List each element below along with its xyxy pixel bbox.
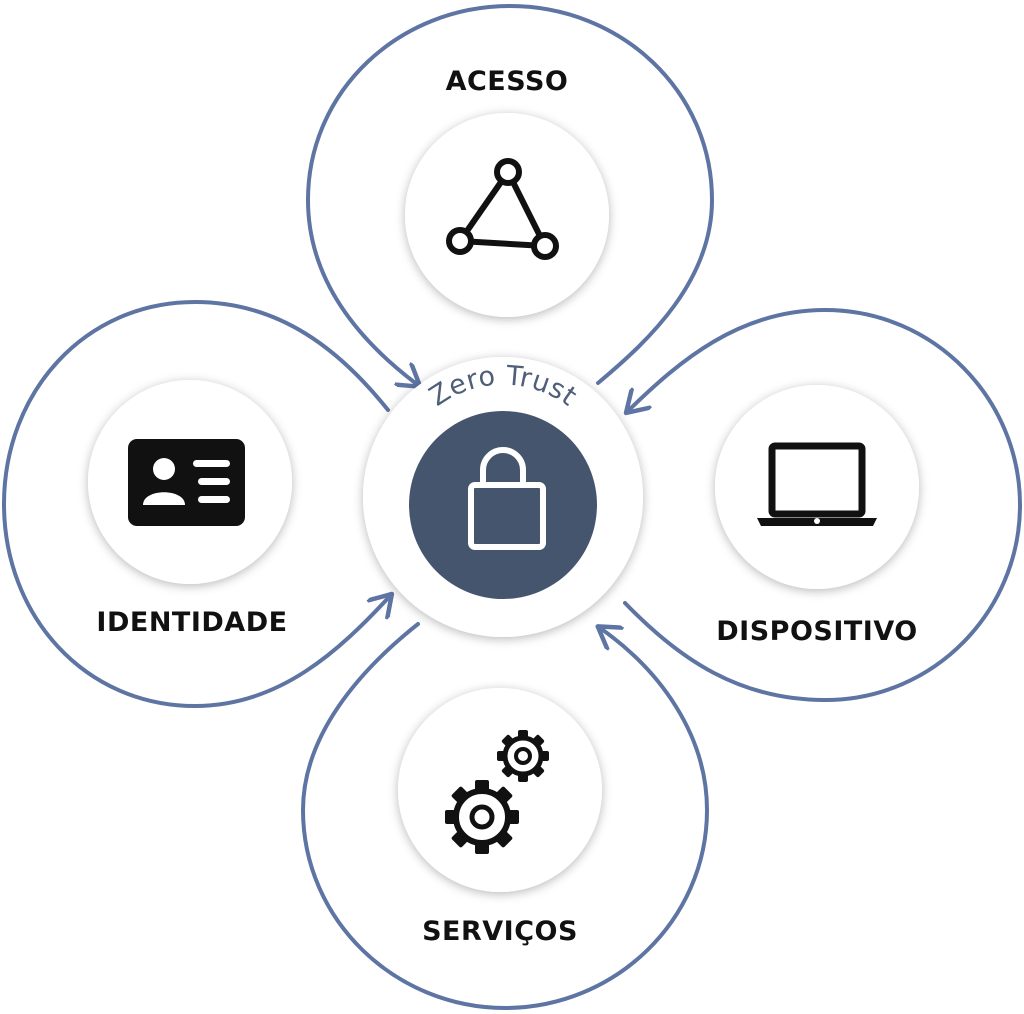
padlock-icon bbox=[468, 447, 546, 550]
label-dispositivo: DISPOSITIVO bbox=[716, 616, 917, 647]
center-disc bbox=[409, 411, 597, 599]
loop-acesso bbox=[306, 4, 714, 385]
network-triangle-icon bbox=[446, 158, 559, 260]
label-servicos: SERVIÇOS bbox=[422, 916, 578, 947]
loop-dispositivo bbox=[623, 308, 1022, 702]
center-node: Zero Trust bbox=[363, 357, 643, 637]
node-dispositivo: DISPOSITIVO bbox=[715, 385, 919, 647]
loop-servicos bbox=[301, 622, 709, 1010]
node-servicos: SERVIÇOS bbox=[398, 688, 602, 947]
loop-identidade bbox=[2, 300, 390, 708]
laptop-icon bbox=[757, 442, 877, 526]
label-acesso: ACESSO bbox=[446, 66, 569, 97]
node-acesso: ACESSO bbox=[405, 66, 609, 317]
id-card-icon bbox=[128, 439, 245, 526]
label-identidade: IDENTIDADE bbox=[96, 607, 287, 638]
node-identidade: IDENTIDADE bbox=[88, 380, 292, 638]
gears-icon bbox=[445, 730, 549, 854]
